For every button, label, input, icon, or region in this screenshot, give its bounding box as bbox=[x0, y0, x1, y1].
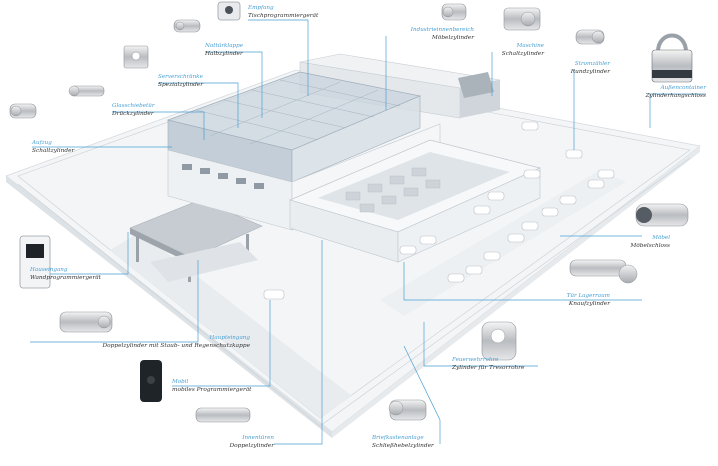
callout-mobil: Mobil mobiles Programmiergerät bbox=[172, 379, 252, 393]
callout-lagerraum: Tür Lagerraum Knaufzylinder bbox=[546, 293, 610, 307]
callout-glasschiebetuer: Glasschiebetür Drückzylinder bbox=[112, 103, 155, 117]
product-desktop-programmer bbox=[217, 1, 241, 21]
callout-location: Briefkastenanlage bbox=[372, 435, 424, 441]
callout-nottuer: Nottürklappe Halbzylinder bbox=[205, 43, 244, 57]
product-wall-programmer bbox=[19, 235, 51, 289]
callout-product: Rundzylinder bbox=[570, 68, 610, 75]
callout-location: Innentüren bbox=[242, 435, 274, 441]
product-furniture-cylinder bbox=[441, 3, 467, 21]
product-furniture-lock bbox=[635, 203, 689, 227]
callout-maschine: Maschine Schaltzylinder bbox=[494, 43, 544, 57]
callout-product: Schaltzylinder bbox=[501, 50, 544, 57]
callout-empfang: Empfang Tischprogrammiergerät bbox=[248, 5, 319, 19]
callout-leader-lines bbox=[30, 19, 706, 445]
callout-moebel: Möbel Möbelschloss bbox=[616, 235, 670, 249]
callout-location: Feuerwehrrohre bbox=[452, 357, 499, 363]
callout-product: Zylinderhangschloss bbox=[645, 92, 706, 99]
callout-location: Stromzähler bbox=[574, 61, 610, 67]
courtyard-wing bbox=[288, 139, 542, 263]
product-switch-cylinder bbox=[9, 103, 37, 119]
callout-location: Haupteingang bbox=[209, 335, 250, 341]
callout-product: Drückzylinder bbox=[112, 110, 154, 117]
callout-location: Industrieinnenbereich bbox=[410, 27, 474, 33]
callout-location: Empfang bbox=[248, 5, 274, 11]
callout-serverschrank: Serverschränke Spezialzylinder bbox=[158, 74, 204, 88]
callout-aussencontainer: Außencontainer Zylinderhangschloss bbox=[620, 85, 706, 99]
product-machine-cylinder bbox=[503, 7, 541, 31]
callout-product: Knaufzylinder bbox=[568, 300, 610, 307]
callout-innentueren: Innentüren Doppelzylinder bbox=[214, 435, 274, 449]
product-half-cylinder bbox=[173, 19, 201, 33]
callout-stromzaehler: Stromzähler Rundzylinder bbox=[560, 61, 610, 75]
callout-product: Halbzylinder bbox=[205, 50, 243, 57]
callout-hauseingang: Hauseingang Wandprogrammiergerät bbox=[30, 267, 102, 281]
callout-product: mobiles Programmiergerät bbox=[172, 386, 252, 393]
callout-location: Nottürklappe bbox=[205, 43, 244, 49]
product-double-cylinder-cap bbox=[59, 311, 113, 333]
product-knob-cylinder bbox=[569, 259, 638, 284]
callout-location: Mobil bbox=[172, 379, 189, 385]
callout-location: Serverschränke bbox=[158, 74, 203, 80]
callout-industrie: Industrieinnenbereich Möbelzylinder bbox=[390, 27, 474, 41]
callout-briefkasten: Briefkastenanlage Schließhebelzylinder bbox=[372, 435, 434, 449]
callout-product: Schaltzylinder bbox=[32, 147, 75, 154]
parked-cars bbox=[263, 121, 615, 300]
callout-location: Aufzug bbox=[32, 140, 52, 146]
callout-location: Tür Lagerraum bbox=[566, 293, 610, 299]
product-tube-cylinder bbox=[481, 321, 517, 361]
callout-product: Möbelschloss bbox=[630, 242, 670, 249]
product-lever-cylinder bbox=[388, 399, 427, 421]
callout-haupteingang: Haupteingang Doppelzylinder mit Staub- u… bbox=[78, 335, 250, 349]
product-double-cylinder bbox=[195, 407, 251, 423]
callout-location: Maschine bbox=[516, 43, 544, 49]
callout-feuerwehr: Feuerwehrrohre Zylinder für Tresorrohre bbox=[452, 357, 525, 371]
callout-product: Schließhebelzylinder bbox=[372, 442, 434, 449]
product-padlock bbox=[651, 33, 693, 83]
callout-location: Hauseingang bbox=[30, 267, 68, 273]
glass-office-block bbox=[166, 71, 422, 183]
callout-location: Glasschiebetür bbox=[112, 103, 155, 109]
callout-product: Tischprogrammiergerät bbox=[248, 12, 319, 19]
callout-aufzug: Aufzug Schaltzylinder bbox=[32, 140, 75, 154]
callout-product: Zylinder für Tresorrohre bbox=[452, 364, 525, 371]
callout-product: Doppelzylinder bbox=[229, 442, 274, 449]
product-round-cylinder bbox=[575, 29, 605, 45]
callout-product: Spezialzylinder bbox=[158, 81, 204, 88]
callout-location: Möbel bbox=[652, 235, 670, 241]
callout-location: Außencontainer bbox=[660, 85, 706, 91]
product-special-cylinder bbox=[123, 45, 149, 69]
carport bbox=[129, 199, 263, 282]
product-push-cylinder bbox=[68, 85, 105, 97]
callout-product: Doppelzylinder mit Staub- und Regenschut… bbox=[102, 342, 250, 349]
callout-product: Wandprogrammiergerät bbox=[30, 274, 102, 281]
callout-product: Möbelzylinder bbox=[431, 34, 474, 41]
product-mobile-programmer bbox=[140, 360, 162, 402]
